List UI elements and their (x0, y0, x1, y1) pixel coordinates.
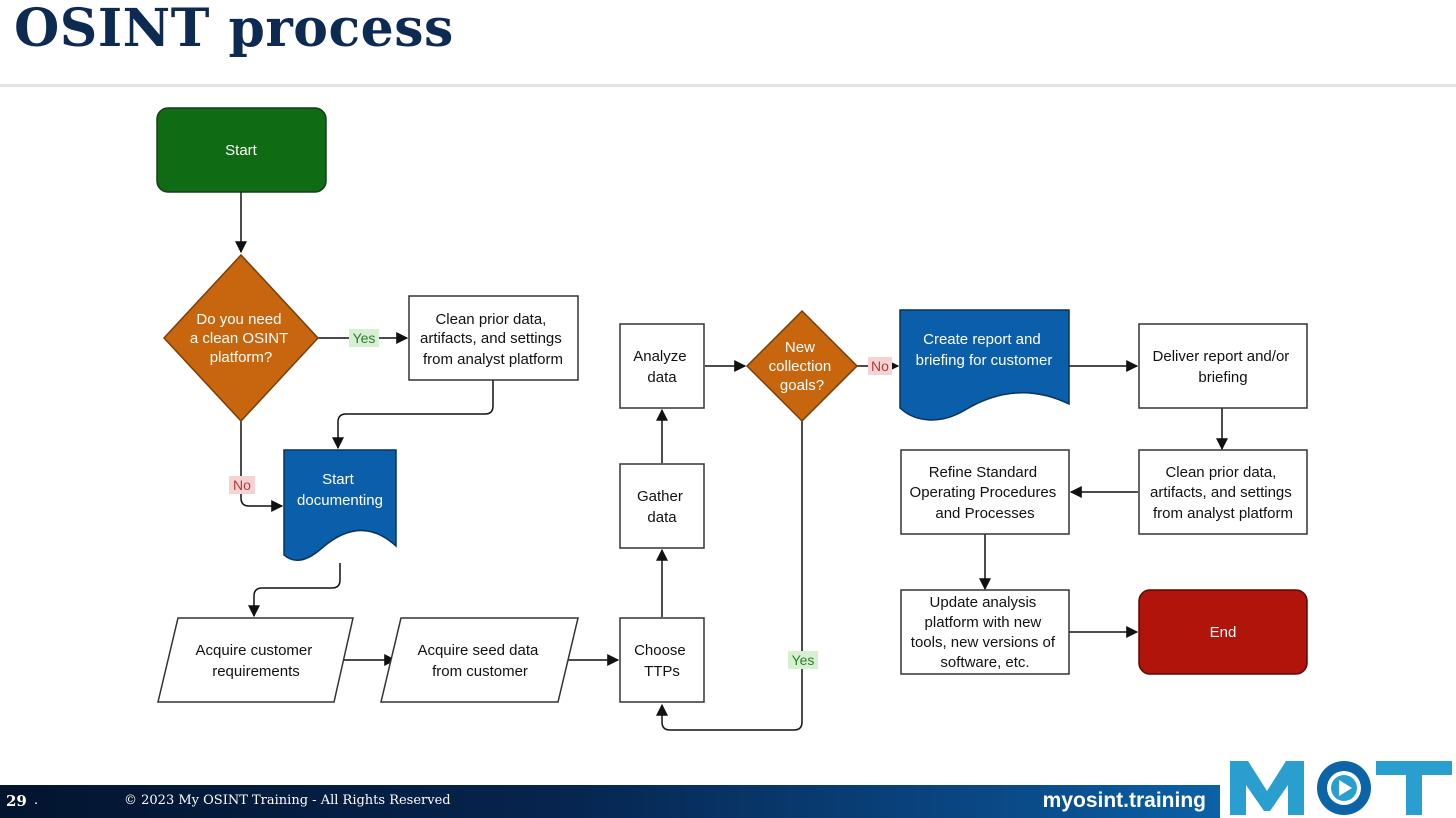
deliver-report-node: Deliver report and/or briefing (1138, 323, 1308, 409)
edge-yes-to-ttps (656, 421, 803, 731)
svg-text:Refine Standard Operatin: Refine Standard Operating Procedures and… (910, 464, 1061, 522)
mot-logo-icon (1220, 755, 1456, 818)
page-separator: . (34, 791, 39, 808)
svg-text:End: End (1210, 624, 1237, 641)
acquire-seed-data-node: Acquire seed data from customer (380, 617, 579, 703)
choose-ttps-node: Choose TTPs (619, 617, 705, 703)
svg-text:Clean prior data, artifa: Clean prior data, artifacts, and setting… (1150, 464, 1296, 522)
update-platform-node: Update analysis platform with new tools,… (900, 589, 1070, 675)
svg-text:Choose TTPs: Choose TTPs (634, 642, 690, 680)
no-label-clean: No (229, 476, 255, 494)
start-documenting-node: Start documenting (283, 449, 397, 562)
analyze-data-node: Analyze data (619, 323, 705, 409)
clean-prior-data-node-2: Clean prior data, artifacts, and setting… (1138, 449, 1308, 535)
clean-prior-data-node-1: Clean prior data, artifacts, and setting… (408, 295, 579, 381)
slide-title: OSINT process (14, 0, 454, 59)
svg-text:Acquire customer require: Acquire customer requirements (196, 642, 317, 680)
refine-sop-node: Refine Standard Operating Procedures and… (900, 449, 1070, 535)
svg-text:Analyze data: Analyze data (633, 348, 691, 386)
title-divider (0, 84, 1456, 87)
create-report-node: Create report and briefing for customer (899, 309, 1070, 421)
gather-data-node: Gather data (619, 463, 705, 549)
page-number: 29 (6, 792, 27, 810)
svg-text:No: No (871, 358, 889, 374)
decision-clean-platform: Do you need a clean OSINT platform? (162, 253, 320, 423)
svg-text:Gather data: Gather data (637, 488, 687, 526)
decision-new-goals: New collection goals? (745, 309, 859, 423)
end-node: End (1138, 589, 1308, 675)
svg-text:Acquire seed data from c: Acquire seed data from customer (417, 642, 542, 680)
svg-text:Deliver report and/or br: Deliver report and/or briefing (1153, 348, 1294, 386)
edge-documenting-to-requirements (248, 563, 341, 618)
svg-text:Start: Start (225, 142, 258, 159)
svg-text:Yes: Yes (353, 330, 376, 346)
svg-text:Update analysis platform: Update analysis platform with new tools,… (911, 594, 1059, 671)
svg-text:Do you need a clean OSIN: Do you need a clean OSINT platform? (190, 311, 292, 366)
svg-text:Create report and briefi: Create report and briefing for customer (916, 331, 1053, 369)
edge-clean-prior-to-documenting (332, 380, 494, 450)
yes-label-goals: Yes (788, 651, 818, 669)
website-link[interactable]: myosint.training (1042, 789, 1206, 812)
svg-text:Start documenting: Start documenting (297, 471, 383, 509)
footer-bar: 29 . © 2023 My OSINT Training - All Righ… (0, 785, 1230, 818)
copyright-text: © 2023 My OSINT Training - All Rights Re… (124, 793, 451, 808)
svg-text:Yes: Yes (792, 652, 815, 668)
start-node: Start (156, 107, 327, 193)
no-label-goals: No (868, 357, 892, 375)
osint-flowchart: Yes No No Yes Start Do you need a clean … (156, 107, 1308, 731)
acquire-requirements-node: Acquire customer requirements (157, 617, 354, 703)
edge-no-to-documenting (240, 421, 284, 512)
svg-text:New collection goa: New collection goals? (769, 339, 836, 394)
svg-text:Clean prior data, artifa: Clean prior data, artifacts, and setting… (420, 311, 566, 368)
yes-label-clean: Yes (349, 329, 379, 347)
svg-text:No: No (233, 477, 251, 493)
